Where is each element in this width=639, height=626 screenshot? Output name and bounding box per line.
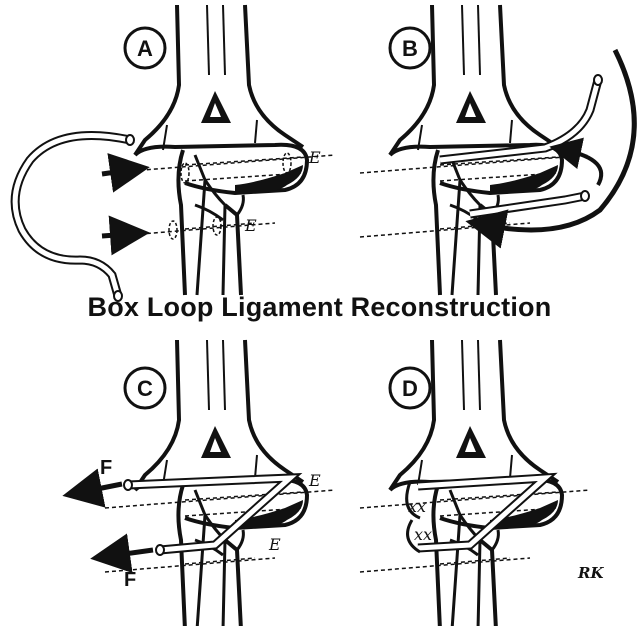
svg-text:xx: xx <box>408 497 426 516</box>
svg-text:A: A <box>137 36 153 61</box>
panel-label-b: B <box>390 28 430 68</box>
axis-mark: E <box>244 216 257 235</box>
panel-label-a: A <box>125 28 165 68</box>
axis-mark: E <box>308 148 321 167</box>
svg-text:B: B <box>402 36 418 61</box>
graft-loop-a <box>15 135 134 301</box>
artist-signature: RK <box>577 564 604 582</box>
axis-mark: E <box>308 471 321 490</box>
insertion-arrows-a <box>102 170 130 236</box>
figure-title: Box Loop Ligament Reconstruction <box>0 292 639 323</box>
graft-b <box>440 50 634 230</box>
panel-label-c: C <box>125 368 165 408</box>
svg-text:C: C <box>137 376 153 401</box>
panel-label-d: D <box>390 368 430 408</box>
svg-text:D: D <box>402 376 418 401</box>
force-label: F <box>124 569 136 591</box>
axis-mark: E <box>268 535 281 554</box>
force-label: F <box>100 457 112 479</box>
svg-text:xx: xx <box>414 525 432 544</box>
